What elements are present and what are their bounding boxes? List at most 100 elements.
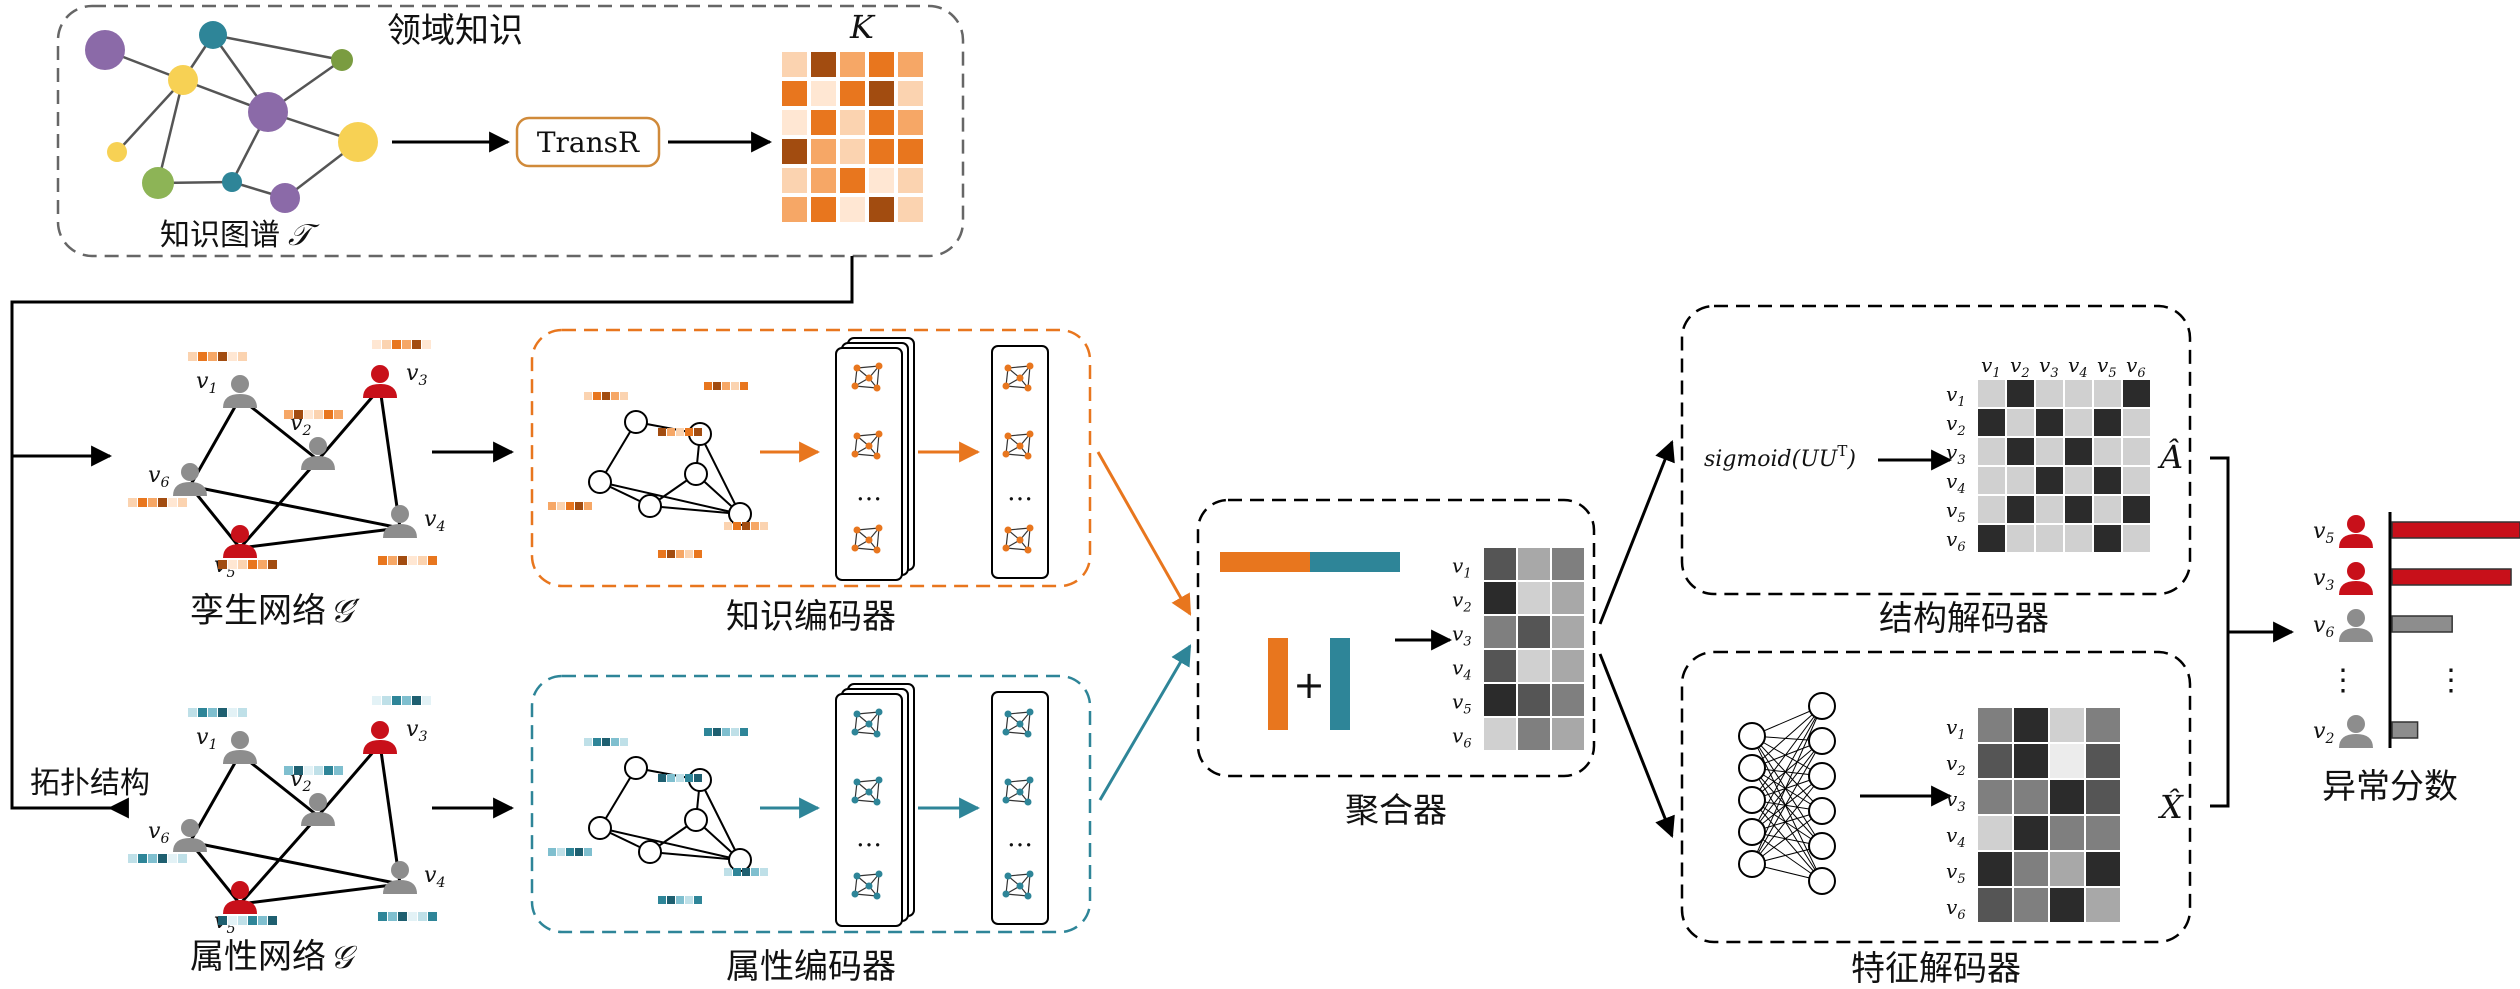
feature-cell	[593, 392, 601, 400]
feature-cell	[685, 774, 693, 782]
aggregator-plus: +	[1293, 663, 1325, 707]
matrix-cell	[1484, 718, 1516, 750]
k-cell	[811, 168, 836, 193]
knowledge-encoder: … …	[530, 328, 1092, 588]
node-label: v4	[1946, 469, 1966, 497]
feature-cell	[148, 498, 157, 507]
k-cell	[869, 110, 894, 135]
neuron	[1808, 727, 1836, 755]
node-label: v5	[1946, 498, 1966, 526]
neuron	[1738, 754, 1766, 782]
k-cell	[811, 110, 836, 135]
feature-cell	[238, 708, 247, 717]
feature-cell	[408, 556, 417, 565]
attribute-encoder: … …	[530, 674, 1092, 934]
ranked-person-icon	[2339, 515, 2373, 548]
aggregator-orange-bar	[1220, 552, 1310, 572]
feature-cell	[557, 848, 565, 856]
neuron	[1738, 786, 1766, 814]
node-label: v3	[1946, 440, 1966, 468]
matrix-cell	[1518, 684, 1550, 716]
node-label: v2	[1946, 411, 1966, 439]
feature-cell	[128, 854, 137, 863]
feature-cell	[382, 696, 391, 705]
neuron	[1738, 722, 1766, 750]
matrix-k-label: K	[849, 8, 876, 46]
feature-cell	[294, 410, 303, 419]
matrix-cell	[2036, 525, 2063, 552]
node-label: v6	[1946, 527, 1966, 555]
person-icon	[223, 375, 257, 408]
matrix-cell	[1518, 718, 1550, 750]
feature-cell	[722, 728, 730, 736]
feature-cell	[248, 560, 257, 569]
node-label: v3	[2039, 353, 2059, 381]
feature-cell	[658, 896, 666, 904]
feature-cell	[676, 774, 684, 782]
matrix-cell	[1978, 744, 2012, 778]
feature-cell	[740, 382, 748, 390]
feature-cell	[208, 708, 217, 717]
feature-cell	[548, 848, 556, 856]
feature-cell	[198, 708, 207, 717]
feature-cell	[258, 560, 267, 569]
feature-cell	[676, 428, 684, 436]
person-icon	[223, 731, 257, 764]
node-label: v1	[1946, 715, 1966, 743]
matrix-cell	[2050, 708, 2084, 742]
matrix-cell	[1552, 650, 1584, 682]
feature-cell	[658, 550, 666, 558]
feature-cell	[378, 556, 387, 565]
encoder-ellipsis: …	[1007, 477, 1033, 507]
matrix-cell	[2014, 780, 2048, 814]
score-bar	[2391, 568, 2512, 586]
k-cell	[840, 52, 865, 77]
feature-cell	[268, 560, 277, 569]
neuron	[1808, 762, 1836, 790]
k-cell	[869, 139, 894, 164]
matrix-cell	[2036, 467, 2063, 494]
feature-cell	[602, 392, 610, 400]
node-label: v3	[406, 717, 428, 745]
matrix-cell	[2086, 816, 2120, 850]
matrix-cell	[2086, 780, 2120, 814]
feature-cell	[228, 708, 237, 717]
structure-formula: sigmoid(UUT)	[1704, 442, 1856, 472]
node-label: v4	[424, 863, 446, 891]
node-label: v1	[1981, 353, 2001, 381]
feature-cell	[398, 912, 407, 921]
feature-cell	[658, 774, 666, 782]
feature-cell	[388, 556, 397, 565]
connector-lines	[10, 256, 854, 819]
feature-cell	[398, 556, 407, 565]
feature-cell	[378, 912, 387, 921]
matrix-cell	[2123, 409, 2150, 436]
person-icon	[301, 793, 335, 826]
feature-cell	[742, 868, 750, 876]
feature-cell	[188, 708, 197, 717]
structure-decoder-label: 结构解码器	[1879, 599, 2049, 639]
encoder-output-card	[991, 345, 1049, 579]
k-cell	[869, 52, 894, 77]
feature-cell	[238, 560, 247, 569]
feature-cell	[685, 896, 693, 904]
matrix-cell	[2094, 525, 2121, 552]
k-cell	[811, 197, 836, 222]
matrix-cell	[2007, 438, 2034, 465]
neuron	[1808, 692, 1836, 720]
matrix-cell	[2036, 409, 2063, 436]
anomaly-score-label: 异常分数	[2322, 767, 2458, 807]
kg-symbol: 𝒯	[288, 218, 320, 253]
k-cell	[811, 52, 836, 77]
feature-cell	[372, 696, 381, 705]
matrix-cell	[1552, 718, 1584, 750]
k-cell	[782, 81, 807, 106]
encoder-node	[624, 756, 648, 780]
person-icon	[383, 861, 417, 894]
score-ellipsis: ⋮	[2328, 663, 2358, 698]
feature-cell	[685, 550, 693, 558]
feature-cell	[722, 382, 730, 390]
matrix-cell	[2014, 744, 2048, 778]
matrix-cell	[2014, 852, 2048, 886]
